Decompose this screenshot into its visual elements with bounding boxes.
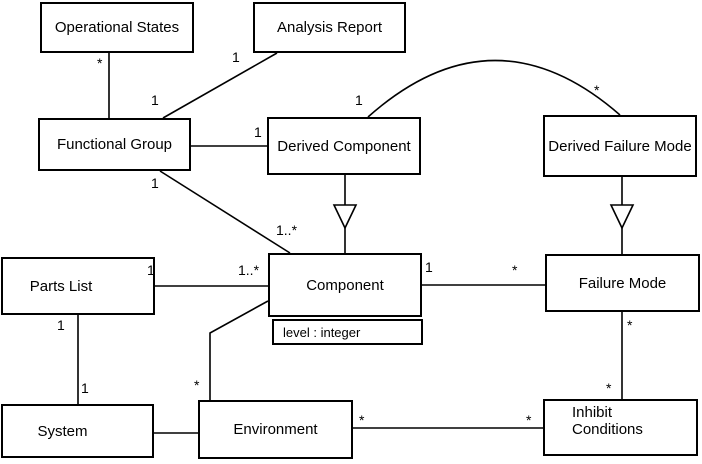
- class-box-system: System: [1, 404, 154, 458]
- multiplicity-label: 1..*: [238, 262, 260, 278]
- assoc-line-analysis-report--functional-group: [162, 52, 278, 119]
- class-box-component: Component: [268, 253, 422, 317]
- class-box-derived-component: Derived Component: [267, 117, 421, 175]
- class-name: Environment: [233, 421, 318, 438]
- multiplicity-label: *: [512, 262, 518, 278]
- multiplicity-label: 1: [147, 262, 155, 278]
- generalization-triangle-icon: [609, 204, 635, 230]
- multiplicity-label: *: [194, 377, 200, 393]
- class-attribute: level : integer: [283, 324, 361, 340]
- class-box-inhibit-conditions: Inhibit Conditions: [543, 399, 698, 456]
- class-box-functional-group: Functional Group: [38, 118, 191, 171]
- class-box-analysis-report: Analysis Report: [253, 2, 406, 53]
- class-box-operational-states: Operational States: [40, 2, 194, 53]
- class-name: Derived Failure Mode: [548, 137, 692, 155]
- assoc-line-functional-group--component: [159, 170, 291, 254]
- class-box-derived-failure-mode: Derived Failure Mode: [543, 115, 697, 177]
- class-name: Derived Component: [277, 137, 411, 155]
- multiplicity-label: *: [606, 380, 612, 396]
- class-name: Analysis Report: [276, 19, 383, 36]
- class-name: Operational States: [54, 19, 180, 36]
- multiplicity-label: 1: [81, 380, 89, 396]
- multiplicity-label: *: [97, 55, 103, 71]
- class-box-failure-mode: Failure Mode: [545, 254, 700, 312]
- multiplicity-label: *: [359, 412, 365, 428]
- class-name: System: [37, 422, 88, 440]
- multiplicity-label: 1: [57, 317, 65, 333]
- class-box-environment: Environment: [198, 400, 353, 459]
- multiplicity-label: 1: [151, 92, 159, 108]
- multiplicity-label: *: [594, 82, 600, 98]
- class-attribute-compartment-component: level : integer: [272, 319, 423, 345]
- class-name: Parts List: [29, 277, 93, 295]
- multiplicity-label: 1: [425, 259, 433, 275]
- class-name: Inhibit Conditions: [572, 404, 643, 438]
- class-name: Functional Group: [56, 136, 173, 153]
- multiplicity-label: *: [627, 317, 633, 333]
- multiplicity-label: 1: [151, 175, 159, 191]
- class-box-parts-list: Parts List: [1, 257, 155, 315]
- class-name: Component: [306, 276, 384, 294]
- multiplicity-label: 1..*: [276, 222, 298, 238]
- assoc-line-component--environment: [209, 300, 269, 400]
- multiplicity-label: 1: [232, 49, 240, 65]
- generalization-triangle-icon: [332, 204, 358, 230]
- multiplicity-label: 1: [254, 124, 262, 140]
- assoc-arc-derived-component--derived-failure-mode: [367, 59, 621, 118]
- multiplicity-label: *: [526, 412, 532, 428]
- multiplicity-label: 1: [355, 92, 363, 108]
- class-name: Failure Mode: [578, 274, 667, 292]
